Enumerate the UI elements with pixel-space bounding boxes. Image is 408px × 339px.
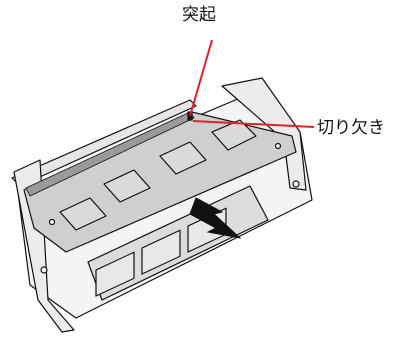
module-chip-1 xyxy=(59,197,107,231)
module-hole-left xyxy=(48,218,56,226)
notch-label: 切り欠き xyxy=(317,118,385,138)
latch-screw-right xyxy=(292,180,300,188)
leader-notch xyxy=(192,120,315,128)
module-contacts xyxy=(25,111,195,197)
module-chip-2 xyxy=(103,169,151,203)
module-chip-3 xyxy=(159,141,207,175)
module-chip-4 xyxy=(211,119,257,151)
leader-protrusion xyxy=(189,39,213,117)
insert-arrow xyxy=(189,197,242,239)
lower-chip-1 xyxy=(95,251,135,297)
lower-chip-2 xyxy=(141,229,181,275)
latch-screw-left xyxy=(40,266,48,274)
module-hole-right xyxy=(274,142,282,150)
protrusion-label: 突起 xyxy=(182,5,216,25)
